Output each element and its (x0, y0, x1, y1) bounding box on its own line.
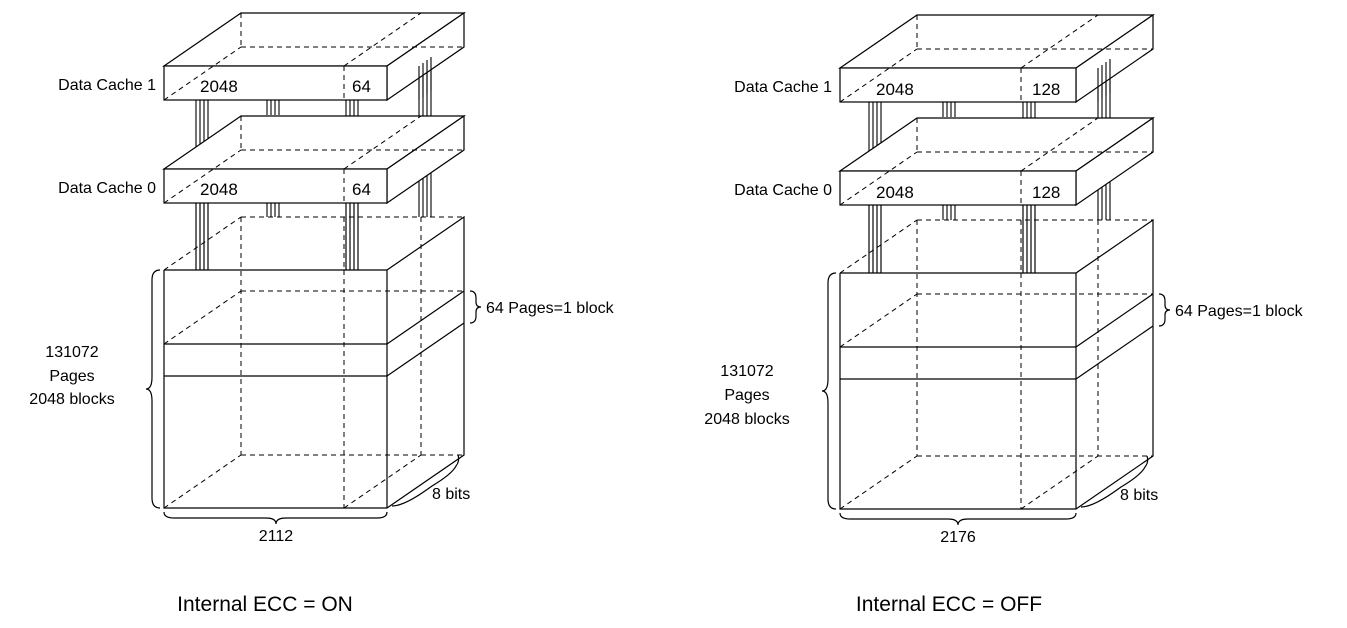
cache1-main-width: 2048 (200, 77, 238, 96)
pages-brace (145, 269, 161, 509)
width-brace (163, 511, 388, 525)
ecc-on-diagram: Data Cache 1 Data Cache 0 2048 64 2048 6… (29, 11, 615, 616)
cache1-spare-width: 128 (1032, 80, 1060, 99)
block-brace (1158, 293, 1171, 327)
cache1-main-width: 2048 (876, 80, 914, 99)
data-cache-1-box (838, 13, 1155, 104)
data-cache-1-box (162, 11, 466, 102)
connector-overlay (195, 57, 432, 270)
data-cache-0-box (162, 114, 466, 205)
block-size-label: 64 Pages=1 block (1175, 303, 1304, 320)
blocks-count-label: 2048 blocks (704, 411, 789, 428)
data-cache-0-label: Data Cache 0 (58, 180, 156, 197)
memory-array-cube (163, 215, 465, 509)
block-size-label: 64 Pages=1 block (486, 300, 615, 317)
data-cache-0-label: Data Cache 0 (734, 182, 832, 199)
pages-count-label: 131072 (720, 363, 773, 380)
pages-count-label: 131072 (45, 344, 98, 361)
ecc-off-caption: Internal ECC = OFF (856, 593, 1042, 616)
total-width-label: 2112 (259, 528, 294, 545)
memory-array-cube (839, 218, 1154, 510)
depth-brace (1080, 455, 1149, 508)
connector-overlay (868, 59, 1111, 273)
pages-unit-label: Pages (724, 387, 769, 404)
cache0-spare-width: 128 (1032, 183, 1060, 202)
blocks-count-label: 2048 blocks (29, 391, 114, 408)
cache1-spare-width: 64 (352, 77, 371, 96)
cache0-main-width: 2048 (200, 180, 238, 199)
ecc-on-caption: Internal ECC = ON (177, 593, 353, 616)
data-cache-0-box (838, 116, 1155, 207)
data-cache-1-label: Data Cache 1 (58, 77, 156, 94)
cache0-spare-width: 64 (352, 180, 371, 199)
pages-unit-label: Pages (49, 368, 94, 385)
depth-label: 8 bits (432, 486, 470, 503)
ecc-off-diagram: Data Cache 1 Data Cache 0 2048 128 2048 … (704, 13, 1304, 616)
block-brace (469, 290, 482, 324)
width-brace (839, 512, 1077, 526)
total-width-label: 2176 (940, 529, 976, 546)
data-cache-1-label: Data Cache 1 (734, 79, 832, 96)
cache0-main-width: 2048 (876, 183, 914, 202)
depth-label: 8 bits (1120, 487, 1158, 504)
pages-brace (821, 272, 837, 510)
depth-brace (391, 454, 460, 507)
